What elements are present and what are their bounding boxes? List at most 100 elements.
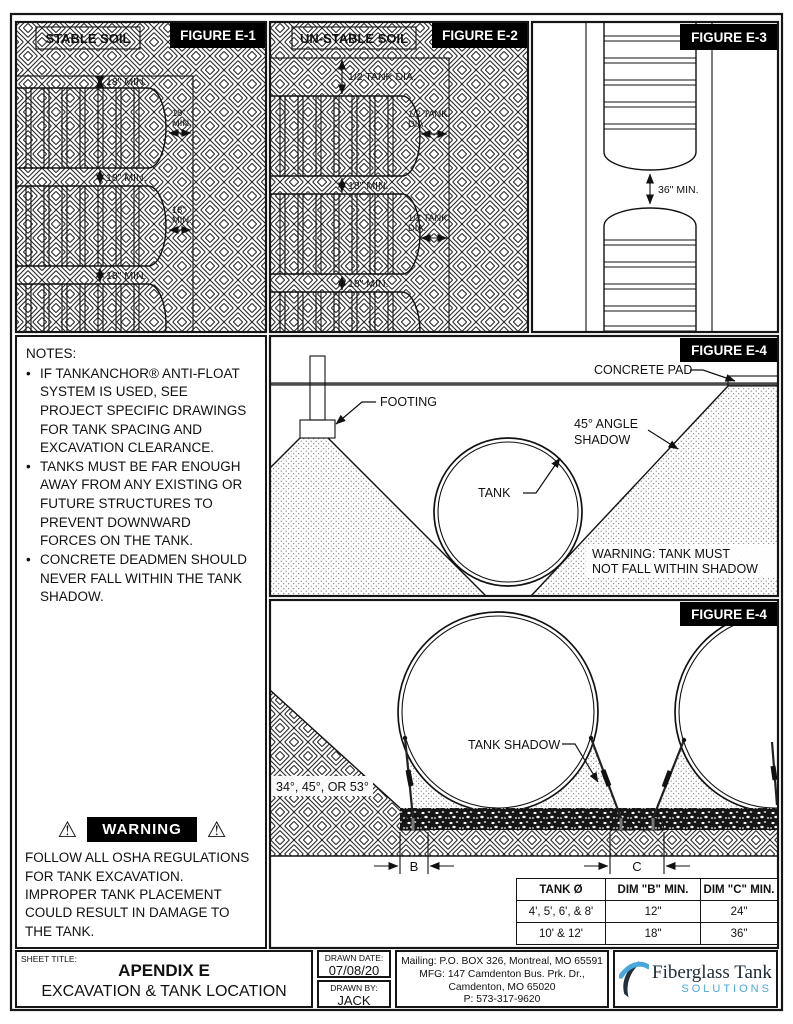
tank-circle [397,611,599,813]
e2-soil-hatch [270,22,528,332]
e4b-panel-border [268,598,780,950]
dim-label: 18" [172,108,186,118]
dim-label: 18" MIN. [348,180,389,192]
table-cell: 10' & 12' [516,922,606,945]
soil-label-box [35,26,141,50]
tank-shadow-region [656,742,744,812]
footing-base [299,419,336,439]
dim-label: MIN. [172,118,192,128]
e2-panel-border [268,20,530,334]
dim-b-label: B [410,859,419,874]
table-header-cell: DIM "C" MIN. [700,878,778,901]
tank-circle-inner [437,441,579,583]
e4b-soil-under-bedding [400,830,778,856]
angle-shadow-label: 45° ANGLE [574,417,638,431]
footing-label: FOOTING [380,395,437,409]
tank-shadow-region [405,740,466,810]
e1-panel-border [14,20,268,334]
soil-label: STABLE SOIL [46,31,131,46]
e1-excavation [16,75,194,332]
drawn-date-value: 07/08/20 [328,963,380,978]
figure-badge: FIGURE E-4 [691,343,767,358]
tank-ribs [25,284,140,332]
bullet-icon: • [26,458,31,474]
tank-ribs [279,292,394,332]
figure-badge-box [680,338,778,362]
dim-label: 18" MIN. [106,76,147,88]
e4b-slope-line [270,689,401,809]
e4a-labels: CONCRETE PAD FOOTING 45° ANGLE SHADOW TA… [335,363,778,578]
tank [16,185,167,267]
notes-heading: NOTES: [26,346,77,361]
hold-down-straps [402,735,778,819]
warning-triangle-icon: ⚠ [206,816,227,842]
company-logo-box: Fiberglass Tank SOLUTIONS [613,950,778,1008]
tank [603,207,697,332]
notes-panel: NOTES: • IF TANKANCHOR® ANTI-FLOAT SYSTE… [15,335,267,949]
tank-shadow-label: TANK SHADOW [468,738,560,752]
drawn-date-box: DRAWN DATE: 07/08/20 [317,950,391,978]
drawn-date-label: DRAWN DATE: [324,953,384,963]
table-cell: 24" [700,900,778,923]
figure-badge: FIGURE E-3 [691,30,767,45]
tank-ribs [604,35,696,130]
angle-shadow-label: SHADOW [574,433,630,447]
tank [16,87,167,169]
shadow-warning-text: WARNING: TANK MUST [592,547,730,561]
figure-badge-box [170,22,266,48]
dim-label: 1/2 TANK [408,213,448,223]
e3-dimensions: 36" MIN. [646,173,699,205]
logo-subtitle: SOLUTIONS [681,982,772,995]
e4a-slope-left [327,437,487,597]
drawn-by-value: JACK [337,993,371,1008]
figure-badge-box [680,24,778,50]
sheet-title-line1: APENDIX E [118,961,210,980]
e4b-dimensions: B C [374,832,690,874]
angles-label: 34°, 45°, OR 53° [276,780,369,794]
tank [270,95,421,177]
notes-block: NOTES: • IF TANKANCHOR® ANTI-FLOAT SYSTE… [17,337,265,607]
dim-label: 18" MIN. [348,278,389,290]
figure-e1-panel: 18" MIN. 18" MIN. 18" MIN. 18" MIN. 18" … [16,22,266,332]
soil-label: UN-STABLE SOIL [300,31,408,46]
dim-label: 1/2 TANK [408,109,448,119]
note-text: IF TANKANCHOR® ANTI-FLOAT SYSTEM IS USED… [40,365,247,456]
table-row: 10' & 12' 18" 36" [516,922,778,945]
figure-badge-box [680,602,778,626]
note-text: CONCRETE DEADMEN SHOULD NEVER FALL WITHI… [40,551,248,605]
figure-badge-box [432,22,528,48]
tank-ribs [604,239,696,332]
warning-header: ⚠ WARNING ⚠ [25,816,259,843]
gravel-bedding [400,808,778,830]
tank-circle [433,437,583,587]
tank [270,193,421,275]
e2-dimensions: 1/2 TANK DIA. 18" MIN. 18" MIN. 1/2 TANK… [338,59,448,291]
dim-label: 18" MIN. [106,172,147,184]
table-cell: 18" [605,922,701,945]
tank-ribs [279,194,394,274]
sheet-title-line2: EXCAVATION & TANK LOCATION [41,983,287,1000]
note-item: • CONCRETE DEADMEN SHOULD NEVER FALL WIT… [26,551,259,607]
dim-label: MIN. [172,215,192,225]
angles-label-box [271,776,373,796]
drawn-by-label: DRAWN BY: [330,983,378,993]
tank-ribs [279,96,394,176]
shadow-warning-text: NOT FALL WITHIN SHADOW [592,562,758,576]
sheet-title-label: SHEET TITLE: [21,954,77,964]
note-item: • TANKS MUST BE FAR ENOUGH AWAY FROM ANY… [26,458,259,551]
tank [270,291,421,332]
tank-ribs [25,186,140,266]
warning-badge: WARNING [87,817,197,843]
e4a-shadow-right [531,386,778,596]
e3-soil-hatch-left [532,22,587,332]
tank-ribs [25,88,140,168]
warning-text: FOLLOW ALL OSHA REGULATIONS FOR TANK EXC… [25,850,250,939]
bullet-icon: • [26,551,31,567]
e2-tanks [270,95,421,332]
tank [603,22,697,171]
table-header-cell: DIM "B" MIN. [605,878,701,901]
dim-label: 18" [172,205,186,215]
concrete-pad-label: CONCRETE PAD [594,363,692,377]
